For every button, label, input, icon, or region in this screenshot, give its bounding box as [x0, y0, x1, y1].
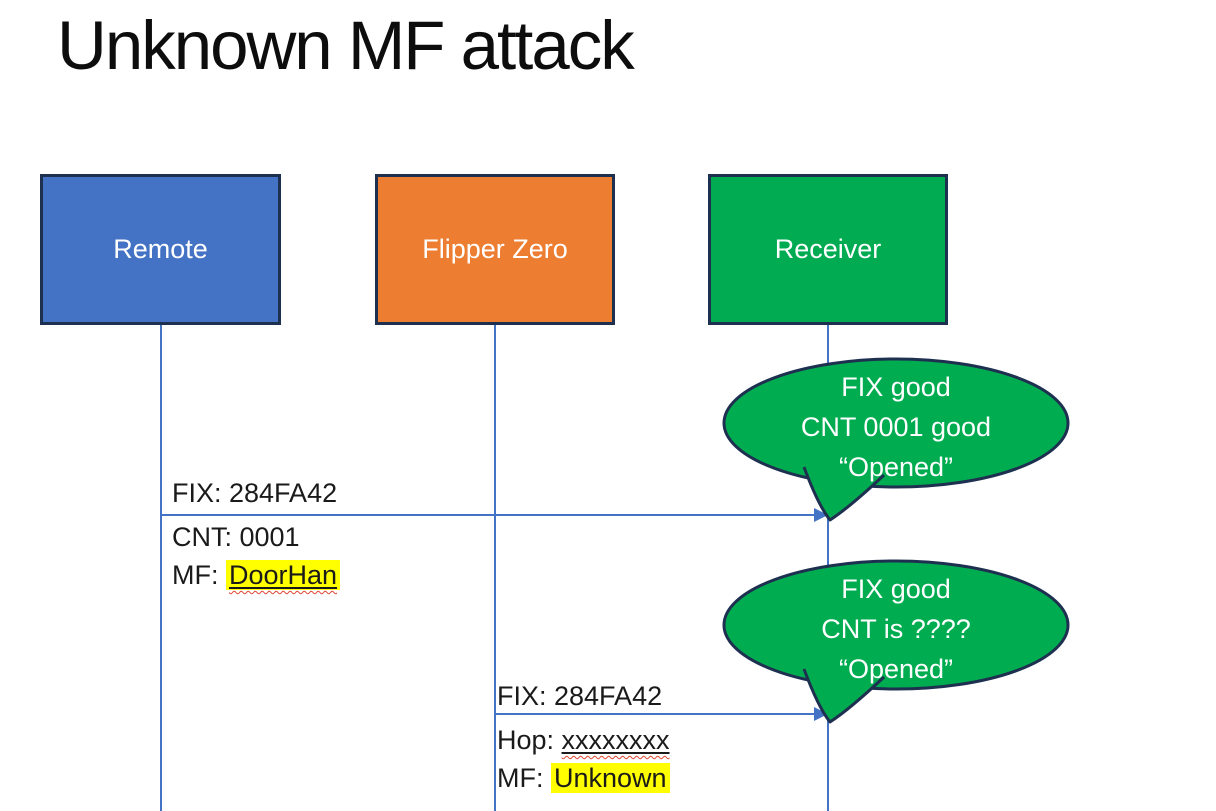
- actor-label-flipper-zero: Flipper Zero: [422, 234, 568, 264]
- actor-label-remote: Remote: [113, 234, 208, 264]
- actor-box-receiver: Receiver: [708, 174, 948, 325]
- message-2-label-hop: Hop: xxxxxxxx: [497, 725, 670, 755]
- message-arrow-2: [495, 713, 816, 715]
- bubble-line: “Opened”: [838, 452, 954, 482]
- slide-title: Unknown MF attack: [57, 7, 635, 84]
- highlighted-value: Unknown: [551, 763, 670, 793]
- speech-bubble-shape: [722, 357, 1070, 522]
- message-1-label-fix: FIX: 284FA42: [172, 478, 338, 508]
- lifeline-flipper: [494, 325, 496, 811]
- message-2-label-mf: MF: Unknown: [497, 759, 670, 797]
- message-1-label-mf: MF: DoorHan: [172, 556, 341, 594]
- message-arrow-1: [161, 514, 816, 516]
- speech-bubble-2-text: FIX good CNT is ???? “Opened”: [720, 569, 1072, 689]
- bubble-line: CNT is ????: [821, 614, 971, 644]
- message-1-label-cnt: CNT: 0001: [172, 522, 300, 552]
- bubble-line: “Opened”: [838, 654, 954, 684]
- highlighted-value: DoorHan: [226, 560, 341, 590]
- message-2-labels-below: Hop: xxxxxxxx MF: Unknown: [497, 721, 670, 797]
- bubble-line: FIX good: [841, 574, 951, 604]
- speech-bubble-1: FIX good CNT 0001 good “Opened”: [720, 355, 1072, 523]
- bubble-line: CNT 0001 good: [800, 412, 992, 442]
- message-2-label-fix: FIX: 284FA42: [497, 681, 663, 711]
- speech-bubble-2: FIX good CNT is ???? “Opened”: [720, 557, 1072, 725]
- lifeline-remote: [160, 325, 162, 811]
- speech-bubble-1-text: FIX good CNT 0001 good “Opened”: [720, 367, 1072, 487]
- actor-box-remote: Remote: [40, 174, 281, 325]
- actor-box-flipper-zero: Flipper Zero: [375, 174, 615, 325]
- message-1-labels-below: CNT: 0001 MF: DoorHan: [172, 518, 341, 594]
- speech-bubble-shape: [722, 559, 1070, 724]
- actor-label-receiver: Receiver: [774, 234, 882, 264]
- bubble-line: FIX good: [841, 372, 951, 402]
